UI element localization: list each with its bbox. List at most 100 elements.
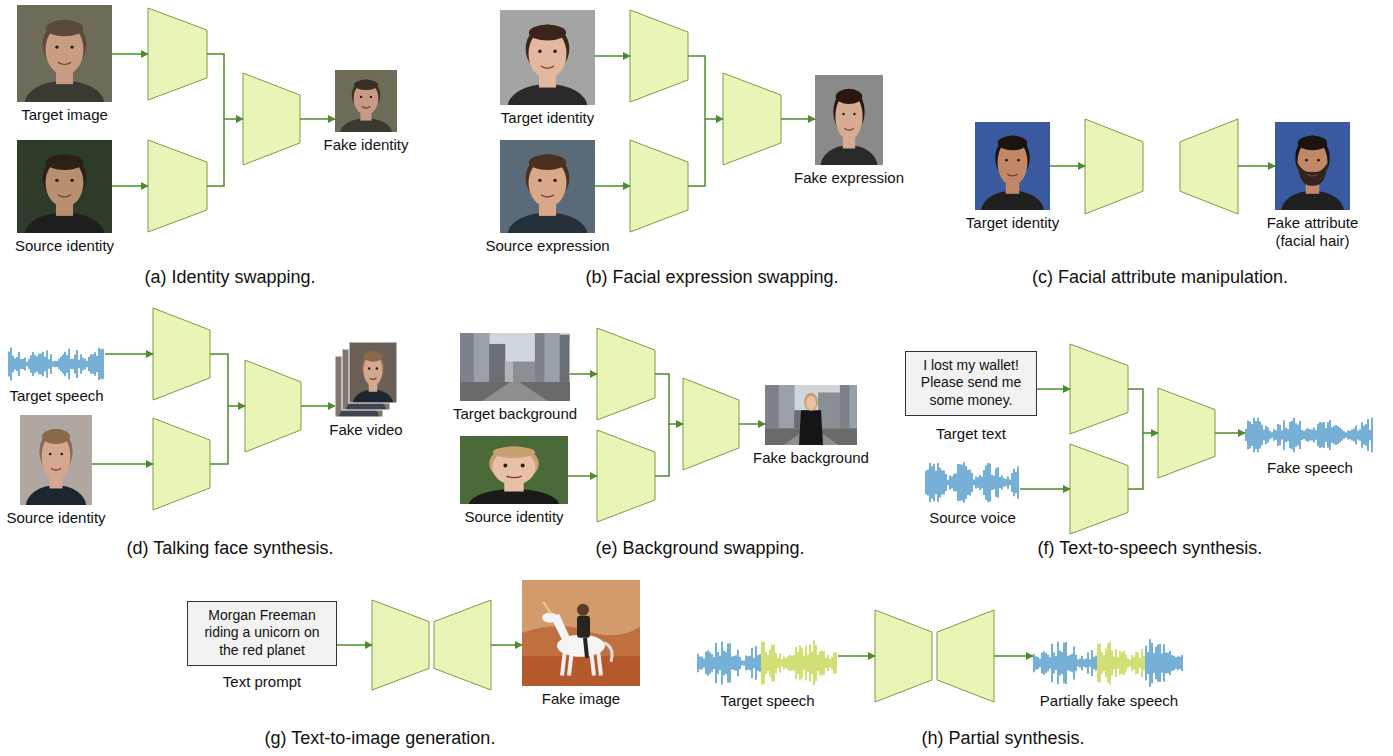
- illustration: [17, 140, 112, 233]
- illustration-part: [1061, 652, 1062, 674]
- illustration-part: [941, 470, 942, 495]
- image-panel: Fake video: [335, 342, 397, 417]
- illustration-part: [1071, 654, 1072, 672]
- illustration-part: [1001, 476, 1002, 490]
- illustration-part: [840, 385, 850, 428]
- illustration-part: [1349, 431, 1350, 440]
- illustration-part: [1307, 428, 1308, 442]
- illustration-part: [787, 656, 788, 670]
- illustration: [925, 460, 1020, 505]
- image-panel: Target image: [17, 5, 112, 102]
- illustration-part: [1245, 429, 1246, 441]
- illustration-part: [965, 466, 966, 499]
- illustration-part: [538, 179, 541, 182]
- illustration-part: [82, 358, 83, 371]
- illustration-part: [969, 469, 970, 495]
- illustration-part: [701, 657, 702, 670]
- illustration-part: [1253, 418, 1254, 453]
- illustration-part: [1155, 647, 1156, 679]
- illustration-part: [58, 359, 59, 370]
- flow-arrow: [210, 354, 245, 406]
- image-panel: Source identity: [17, 140, 112, 233]
- illustration-part: [1127, 658, 1128, 667]
- illustration-part: [799, 645, 800, 680]
- illustration-part: [538, 50, 541, 53]
- illustration: [335, 70, 397, 132]
- illustration-part: [757, 655, 758, 670]
- illustration-part: [38, 354, 39, 375]
- text-prompt-box: Morgan Freeman riding a unicorn on the r…: [187, 601, 337, 666]
- flow-arrow: [838, 655, 875, 657]
- network-block: [630, 140, 688, 232]
- illustration-part: [102, 349, 103, 379]
- illustration-part: [1303, 431, 1304, 439]
- illustration-part: [70, 45, 73, 48]
- illustration-part: [1123, 651, 1124, 676]
- illustration-part: [1305, 429, 1306, 440]
- illustration-part: [1141, 649, 1142, 677]
- illustration-part: [94, 352, 95, 376]
- illustration-part: [1351, 429, 1352, 440]
- image-panel: Fake attribute (facial hair): [1275, 122, 1350, 210]
- illustration-part: [1087, 652, 1088, 673]
- flow-arrow: [739, 423, 765, 425]
- illustration-part: [1017, 159, 1020, 162]
- illustration-part: [349, 342, 397, 403]
- illustration-part: [929, 463, 930, 502]
- illustration-part: [1301, 430, 1302, 440]
- illustration-part: [1361, 422, 1362, 447]
- illustration-part: [1011, 473, 1012, 492]
- illustration-part: [949, 476, 950, 490]
- illustration-part: [1339, 428, 1340, 443]
- illustration-part: [58, 195, 71, 197]
- illustration-part: [1081, 656, 1082, 670]
- illustration-part: [1267, 427, 1268, 442]
- illustration-part: [90, 354, 91, 373]
- flow-arrow: [112, 53, 148, 55]
- prompt-text: Morgan Freeman riding a unicorn on the r…: [188, 602, 336, 665]
- illustration-part: [58, 62, 71, 64]
- panel-caption: (d) Talking face synthesis.: [127, 538, 334, 559]
- illustration-part: [1179, 657, 1180, 669]
- illustration-part: [560, 335, 570, 382]
- illustration-part: [947, 480, 948, 486]
- illustration-part: [1085, 658, 1086, 667]
- illustration-part: [1341, 430, 1342, 441]
- illustration-part: [751, 648, 752, 679]
- illustration-part: [767, 655, 768, 671]
- illustration-part: [1133, 657, 1134, 670]
- illustration: [765, 385, 857, 445]
- illustration-part: [1275, 430, 1276, 440]
- illustration-part: [821, 650, 822, 675]
- illustration-part: [364, 352, 383, 362]
- illustration-part: [1287, 429, 1288, 441]
- illustration-part: [28, 359, 29, 369]
- illustration-part: [55, 179, 58, 182]
- illustration-part: [849, 385, 857, 428]
- illustration-part: [80, 355, 81, 374]
- illustration-part: [1269, 431, 1270, 440]
- flow-arrow: [688, 119, 705, 186]
- illustration-part: [362, 107, 371, 108]
- illustration-part: [1003, 478, 1004, 487]
- illustration-part: [977, 477, 978, 487]
- illustration-part: [755, 646, 756, 679]
- illustration: [500, 140, 595, 233]
- illustration-part: [1271, 432, 1272, 437]
- illustration-part: [49, 453, 52, 456]
- illustration-part: [1289, 422, 1290, 448]
- illustration-part: [541, 195, 554, 197]
- illustration-part: [829, 659, 830, 667]
- illustration-part: [844, 128, 854, 130]
- illustration-part: [46, 20, 83, 36]
- illustration-part: [1359, 429, 1360, 440]
- illustration-part: [1337, 426, 1338, 444]
- flow-arrow: [210, 406, 228, 464]
- waveform: Fake speech: [1245, 415, 1375, 455]
- flow-arrow: [1215, 432, 1245, 434]
- flow-arrow: [337, 644, 372, 646]
- illustration-part: [925, 471, 926, 494]
- illustration: [8, 345, 105, 383]
- illustration-part: [1077, 659, 1078, 666]
- illustration-part: [51, 468, 61, 470]
